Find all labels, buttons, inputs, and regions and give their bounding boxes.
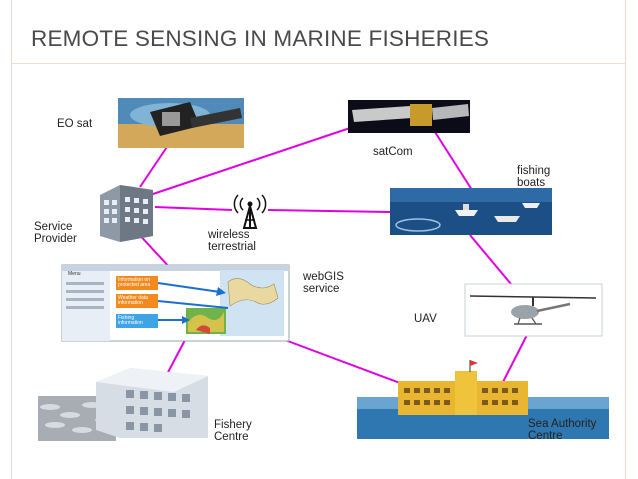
satcom-satellite-icon bbox=[348, 100, 470, 133]
connector-uav-authority bbox=[502, 334, 528, 383]
connector-provider-wireless bbox=[154, 206, 233, 211]
label-eo-sat: EO sat bbox=[57, 118, 93, 130]
connector-webgis-authority bbox=[284, 339, 401, 384]
webgis-panel-weather: Weather data information bbox=[116, 294, 158, 308]
label-service-provider: Service Provider bbox=[34, 221, 77, 245]
label-uav: UAV bbox=[414, 313, 437, 325]
uav-helicopter-icon bbox=[464, 283, 603, 337]
connector-boats-uav bbox=[469, 234, 517, 291]
webgis-panel-label: Fishing information bbox=[118, 315, 143, 326]
webgis-panel-label: Information on protected area bbox=[118, 277, 151, 288]
fishing-boats-photo bbox=[390, 188, 552, 235]
label-webgis-service: webGIS service bbox=[303, 271, 344, 295]
webgis-panel-label: Weather data information bbox=[118, 295, 148, 306]
service-provider-building-icon bbox=[100, 185, 153, 242]
webgis-sidebar-header: Menu bbox=[68, 271, 81, 277]
connector-webgis-fishery bbox=[164, 339, 186, 379]
webgis-panel-protected-area: Information on protected area bbox=[116, 276, 158, 290]
label-sea-authority-centre: Sea Authority Centre bbox=[528, 418, 597, 442]
title-divider bbox=[11, 63, 626, 64]
webgis-panel-fishing: Fishing information bbox=[116, 314, 158, 328]
fishery-centre-photo bbox=[38, 368, 208, 441]
connector-lines bbox=[134, 127, 528, 384]
page-title: REMOTE SENSING IN MARINE FISHERIES bbox=[31, 26, 490, 51]
webgis-screenshot-icon bbox=[61, 264, 290, 342]
connector-wireless-boats bbox=[267, 209, 391, 213]
connector-satcom-boats bbox=[434, 131, 473, 191]
label-wireless-terrestrial: wireless terrestrial bbox=[208, 229, 256, 253]
label-satcom: satCom bbox=[373, 146, 413, 158]
label-fishing-boats: fishing boats bbox=[517, 165, 551, 189]
connector-provider-satcom bbox=[149, 127, 351, 196]
eo-satellite-icon bbox=[118, 98, 244, 148]
label-fishery-centre: Fishery Centre bbox=[214, 419, 252, 443]
sea-authority-centre-photo bbox=[357, 360, 609, 439]
antenna-icon bbox=[233, 194, 267, 229]
